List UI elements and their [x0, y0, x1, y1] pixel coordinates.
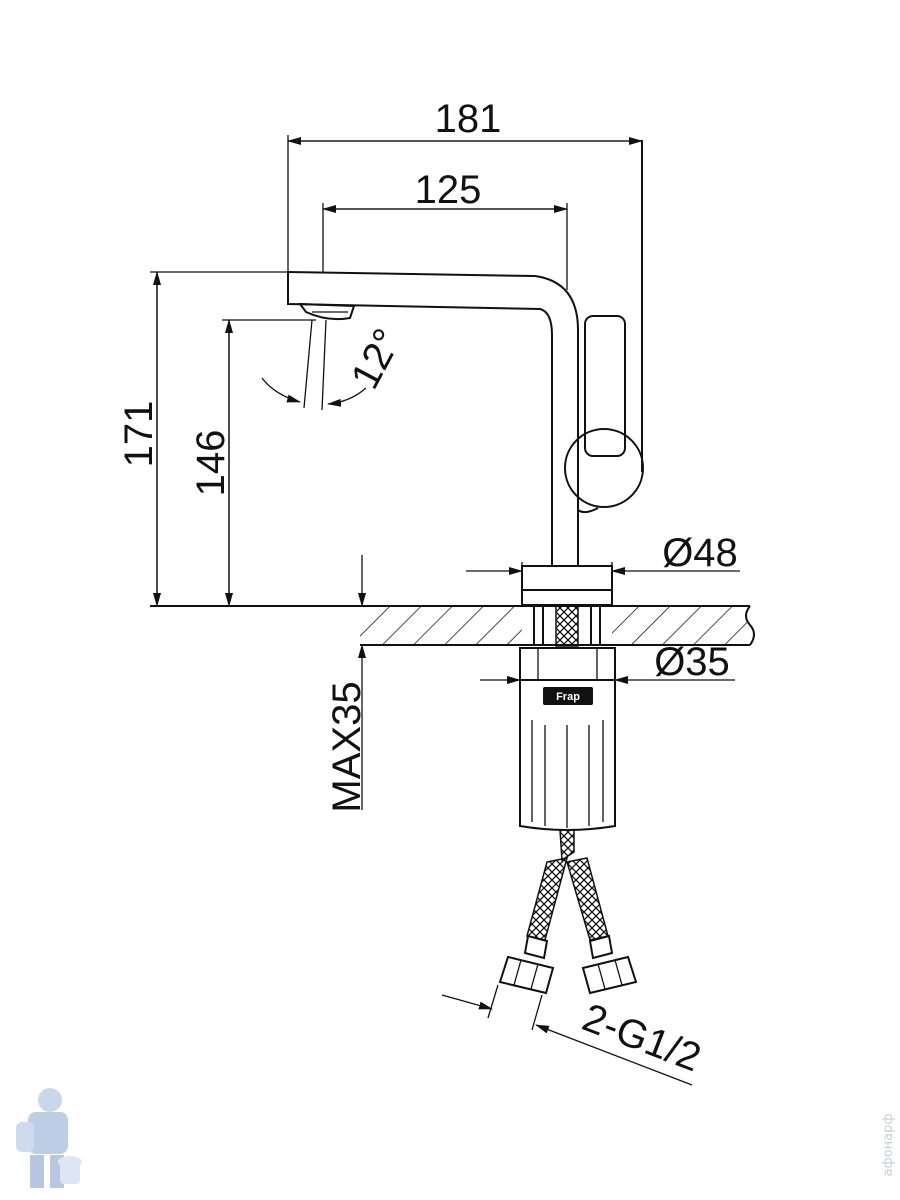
dim-hose-connection: 2-G1/2 [441, 984, 707, 1086]
spout-bottom-edge [287, 272, 553, 565]
cartridge-body [564, 428, 644, 508]
dim-label-48: Ø48 [662, 531, 738, 575]
hose-left [526, 857, 569, 941]
dim-spout-reach: 125 [322, 168, 568, 290]
countertop [150, 605, 755, 647]
aerator [297, 302, 356, 321]
flexible-hoses [498, 829, 638, 995]
brand-logo [543, 687, 593, 705]
dim-swivel-angle: 12° [261, 319, 410, 411]
mounting-nut: Frap [519, 647, 616, 831]
dim-label-171: 171 [117, 401, 161, 468]
dim-max-thickness: MAX35 [325, 555, 369, 813]
hose-nut-left [498, 955, 555, 995]
base-flange [521, 589, 613, 606]
brand-logo-text: Frap [556, 691, 580, 703]
hose-right [566, 857, 609, 941]
dim-label-g12: 2-G1/2 [577, 995, 707, 1080]
dim-base-diameter: Ø48 [466, 531, 740, 578]
plumber-mascot-watermark [16, 1088, 82, 1188]
hex-nut [519, 647, 616, 681]
dim-overall-width: 181 [287, 97, 643, 272]
dim-label-125: 125 [415, 168, 482, 212]
dim-spout-height: 146 [189, 319, 316, 607]
dim-label-12deg: 12° [343, 322, 410, 396]
site-watermark: афонарф [881, 1114, 896, 1177]
hose-braid-top [555, 605, 579, 647]
dim-label-146: 146 [189, 430, 233, 497]
dim-label-181: 181 [435, 97, 502, 141]
spout-top-edge [287, 271, 579, 565]
lever-handle [584, 315, 626, 457]
dim-label-max35: MAX35 [325, 681, 369, 812]
dim-label-35: Ø35 [654, 640, 730, 684]
dim-total-height: 171 [117, 271, 288, 607]
hose-nut-right [581, 955, 638, 995]
base-ring [521, 565, 613, 591]
dim-mount-diameter: Ø35 [480, 640, 735, 684]
